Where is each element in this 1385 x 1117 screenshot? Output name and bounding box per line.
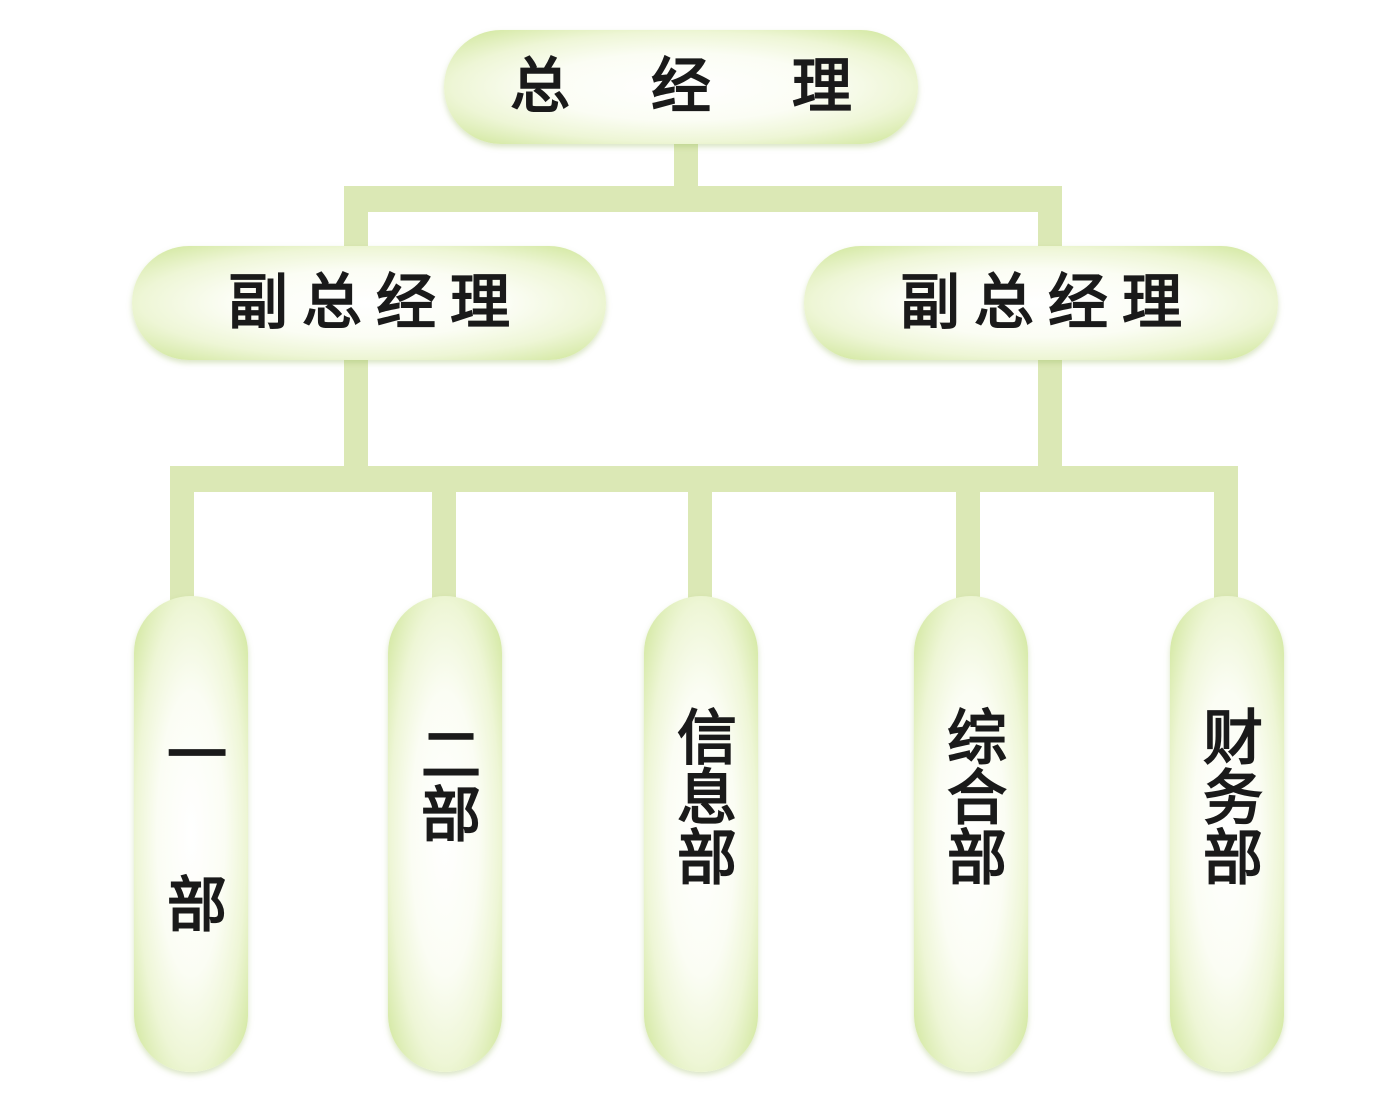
- connector-left-deputy-drop: [344, 186, 368, 256]
- connector-left-deputy-stem: [344, 356, 368, 471]
- deputy-manager-node-right: 副总经理: [804, 246, 1278, 360]
- department-node-5: 财务部: [1170, 596, 1284, 1072]
- department-node-3: 信息部: [644, 596, 758, 1072]
- general-manager-label: 总 经 理: [510, 52, 882, 122]
- connector-gm-stem: [674, 140, 698, 190]
- connector-department-drop-3: [688, 466, 712, 610]
- department-node-2: 二部: [388, 596, 502, 1072]
- department-label-2: 二部: [410, 723, 481, 843]
- connector-right-deputy-drop: [1038, 186, 1062, 256]
- department-label-4: 综合部: [936, 706, 1007, 886]
- department-label-5: 财务部: [1192, 706, 1263, 886]
- deputy-manager-label-left: 副总经理: [228, 268, 524, 338]
- general-manager-node: 总 经 理: [444, 30, 918, 144]
- department-label-1-bottom: 部: [156, 873, 227, 933]
- deputy-manager-label-right: 副总经理: [900, 268, 1196, 338]
- connector-top-bar: [344, 186, 1062, 212]
- department-label-3: 信息部: [666, 706, 737, 886]
- connector-department-drop-2: [432, 466, 456, 610]
- connector-right-deputy-stem: [1038, 356, 1062, 471]
- department-node-4: 综合部: [914, 596, 1028, 1072]
- connector-department-drop-4: [956, 466, 980, 610]
- connector-department-drop-5: [1214, 466, 1238, 610]
- connector-department-drop-1: [170, 466, 194, 610]
- deputy-manager-node-left: 副总经理: [132, 246, 606, 360]
- department-node-1: 一 部: [134, 596, 248, 1072]
- department-label-1-top: 一: [156, 723, 227, 783]
